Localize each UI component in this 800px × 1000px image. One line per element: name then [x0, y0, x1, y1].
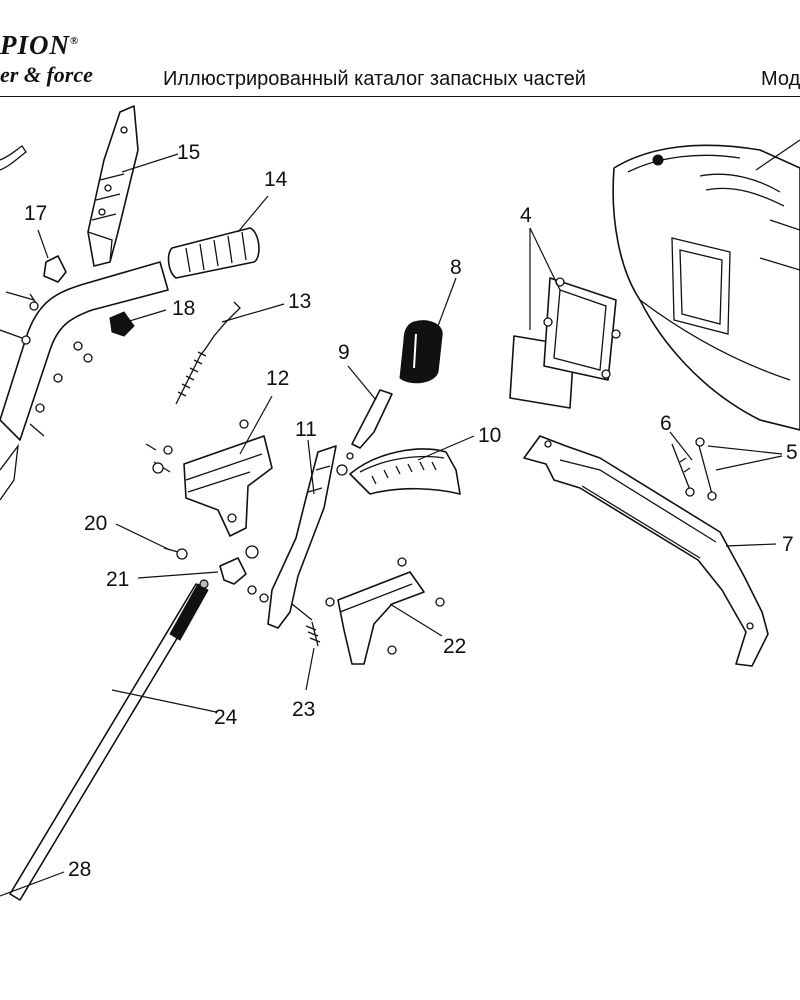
part-12-bracket-plate: [145, 419, 273, 537]
catalog-header: PION® er & force Иллюстрированный катало…: [0, 0, 800, 98]
callout-11: 11: [295, 418, 317, 441]
callout-20: 20: [84, 512, 107, 535]
left-fasteners: [0, 291, 93, 437]
part-5-bolt: [695, 437, 717, 501]
part-24-rod: [9, 579, 209, 901]
part-21-pivot: [219, 545, 269, 603]
callout-21: 21: [106, 568, 129, 591]
callout-28: 28: [68, 858, 91, 881]
part-7-frame: [523, 435, 769, 667]
model-label: Мод: [761, 68, 800, 90]
brand-logo-top: PION®: [0, 30, 80, 60]
callout-4: 4: [520, 204, 532, 227]
part-23-spring: [305, 621, 321, 647]
part-6-bolt: [671, 443, 695, 497]
part-8-shift-knob: [399, 320, 443, 384]
callout-14: 14: [264, 168, 288, 191]
callout-9: 9: [338, 341, 350, 364]
callout-18: 18: [172, 297, 195, 320]
part-11-lever-plate: [267, 445, 337, 629]
part-4-panel: [509, 277, 621, 409]
callout-22: 22: [443, 635, 466, 658]
part-20-screw: [163, 547, 188, 560]
part-13-cable-spring: [175, 301, 241, 405]
header-divider: [0, 96, 800, 97]
handle-tube: [0, 145, 169, 501]
part-15-handle-bracket: [87, 105, 139, 267]
part-14-grip: [167, 227, 260, 279]
callout-5: 5: [786, 441, 798, 464]
engine-housing: [612, 144, 800, 431]
part-22-bracket: [325, 557, 445, 665]
callout-12: 12: [266, 367, 289, 390]
brand-logo-tagline: er & force: [0, 62, 93, 87]
callout-24: 24: [214, 706, 238, 729]
callout-13: 13: [288, 290, 311, 313]
callout-15: 15: [177, 141, 200, 164]
callout-10: 10: [478, 424, 501, 447]
part-9-shift-rod: [336, 389, 393, 476]
catalog-title: Иллюстрированный каталог запасных частей: [163, 68, 586, 90]
callout-8: 8: [450, 256, 462, 279]
callout-7: 7: [782, 533, 794, 556]
part-10-shift-gate: [349, 448, 461, 495]
part-18-latch: [109, 309, 167, 337]
callout-17: 17: [24, 202, 47, 225]
callout-23: 23: [292, 698, 315, 721]
part-17-clip: [37, 229, 67, 283]
callout-6: 6: [660, 412, 672, 435]
